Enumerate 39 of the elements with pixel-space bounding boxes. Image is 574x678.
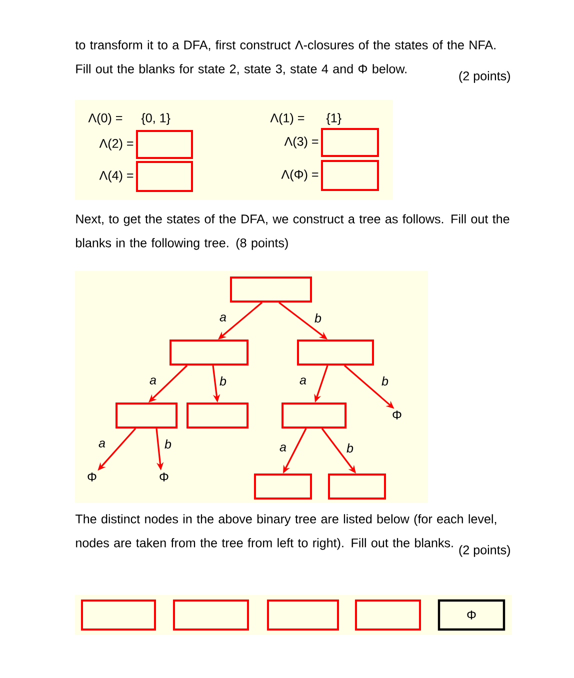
answer-box	[321, 160, 379, 191]
phi-symbol: Φ	[160, 472, 168, 482]
closure-label: Λ(2) =	[99, 138, 134, 150]
instruction-text: Next, to get the states of the DFA, we construct a tree as follows. Fill out the blanks in the following tree. (8 points)	[76, 214, 510, 250]
phi-symbol: Φ	[392, 410, 402, 420]
edge-label: b	[218, 375, 228, 387]
tree-node-box	[186, 402, 248, 428]
answer-box	[136, 161, 193, 192]
closure-label: Λ(4) =	[99, 170, 134, 182]
closure-label: Λ(Φ) =	[281, 170, 318, 182]
edge-label: a	[298, 376, 308, 386]
closure-label: Λ(1) =	[270, 113, 304, 125]
edge-label: b	[346, 442, 354, 454]
edge-label: a	[218, 314, 228, 322]
answer-box	[355, 600, 421, 630]
tree-node-box	[254, 474, 312, 500]
answer-box	[136, 130, 193, 159]
answer-box	[173, 600, 249, 630]
tree-node-box	[297, 340, 374, 366]
tree-node-box	[230, 276, 312, 302]
closure-value: {0, 1}	[141, 113, 170, 125]
tree-node-box	[170, 340, 248, 366]
phi-symbol: Φ	[88, 472, 96, 482]
answer-box	[81, 600, 156, 630]
edge-label: b	[164, 438, 172, 450]
tree-node-box	[282, 402, 346, 428]
closure-label: Λ(0) =	[88, 113, 122, 125]
closure-label: Λ(3) =	[284, 136, 318, 148]
edge-label: b	[314, 312, 322, 324]
closure-value: {1}	[326, 113, 342, 125]
tree-node-box	[328, 474, 386, 500]
edge-label: b	[380, 375, 390, 387]
edge-label: a	[148, 376, 158, 386]
answer-box	[321, 128, 379, 157]
answer-box	[267, 600, 339, 630]
edge-label: a	[278, 444, 288, 452]
edge-label: a	[98, 440, 106, 448]
tree-node-box	[116, 402, 178, 428]
phi-box: Φ	[438, 599, 506, 631]
